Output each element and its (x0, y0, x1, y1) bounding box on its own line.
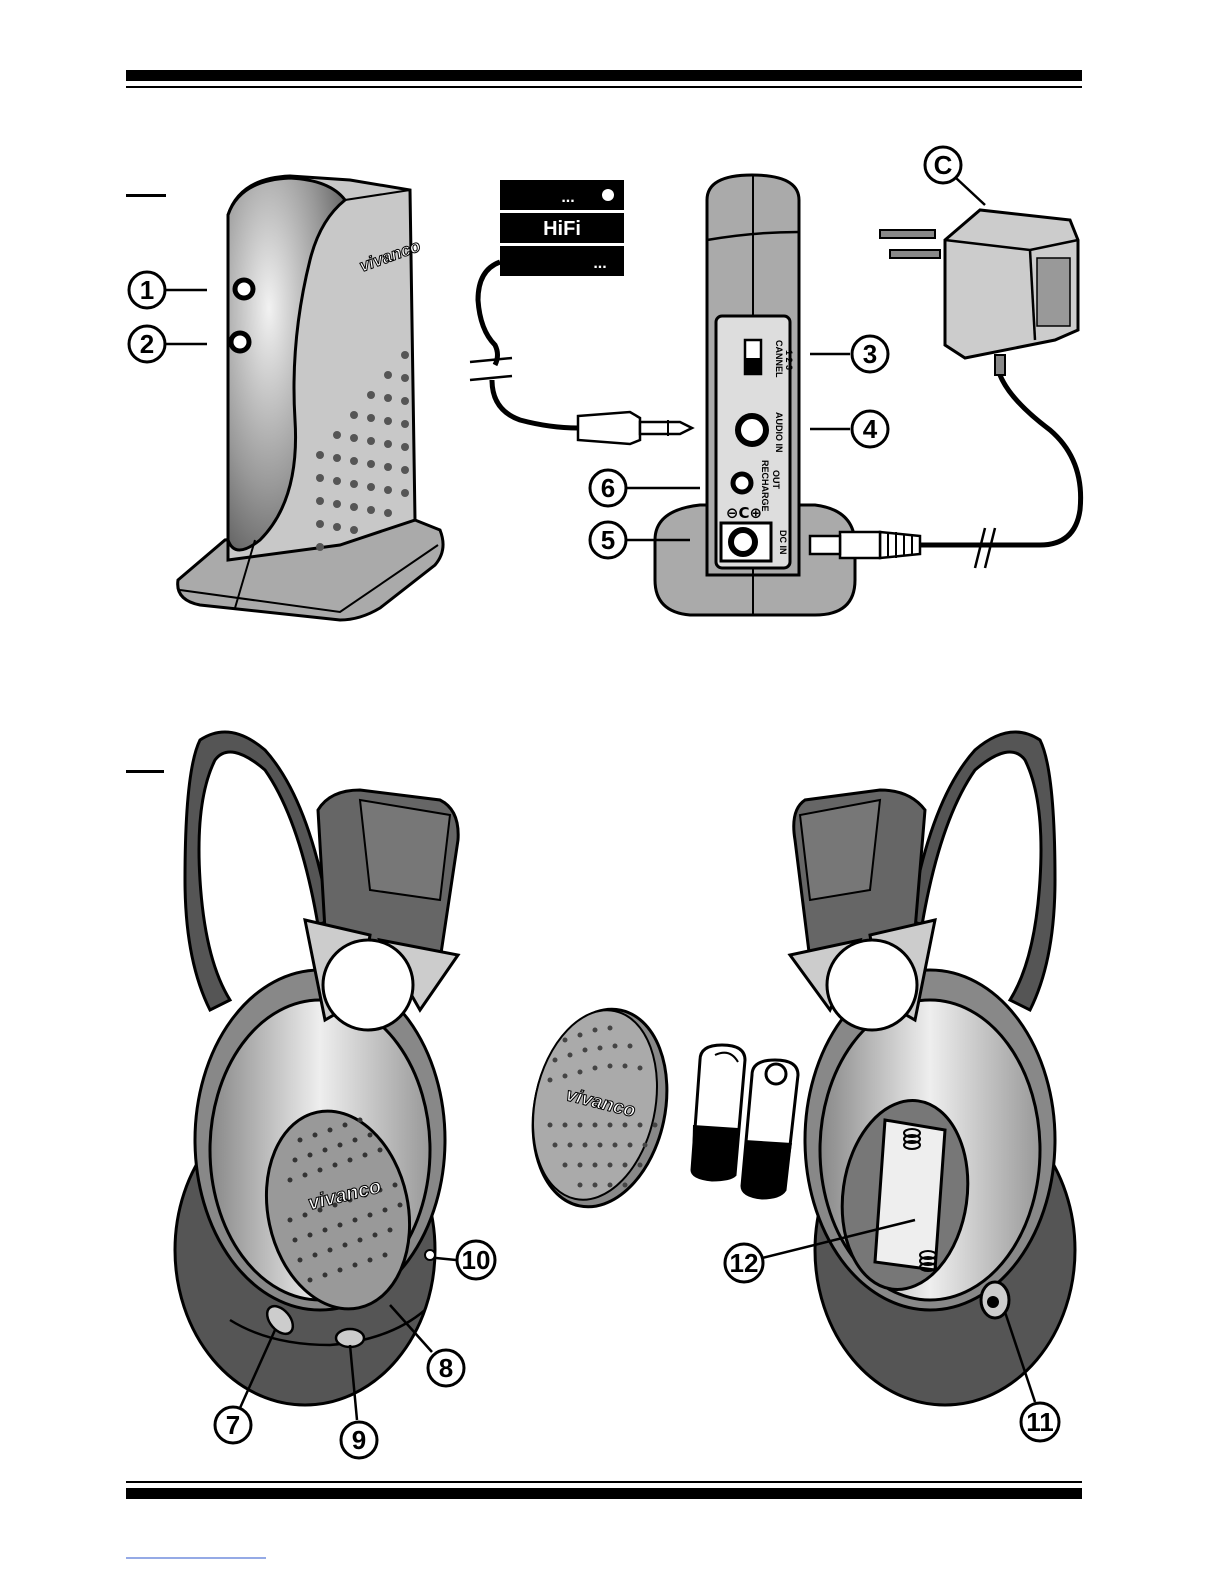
svg-text:AUDIO IN: AUDIO IN (774, 412, 784, 453)
svg-text:OUT: OUT (771, 470, 781, 490)
front-button-1 (235, 280, 253, 298)
svg-text:2: 2 (140, 329, 154, 359)
callout-C: C (925, 147, 985, 205)
callout-1: 1 (129, 272, 207, 308)
callout-2: 2 (129, 326, 207, 362)
figure-a-marker (126, 194, 166, 197)
recharge-out-jack (733, 474, 751, 492)
ear-cover: vivanco (516, 997, 685, 1220)
figure-b-marker (126, 770, 164, 773)
callout-3: 3 (810, 336, 888, 372)
svg-text:...: ... (593, 255, 606, 272)
power-adapter (810, 210, 1081, 568)
headphone-front: vivanco (175, 732, 458, 1405)
headphone-back (790, 732, 1075, 1405)
battery-2 (742, 1060, 798, 1198)
hifi-label: HiFi (543, 218, 581, 240)
battery-1 (692, 1045, 745, 1180)
svg-text:7: 7 (226, 1410, 240, 1440)
svg-text:12: 12 (730, 1248, 759, 1278)
svg-text:11: 11 (1026, 1407, 1054, 1437)
svg-text:1 2 3: 1 2 3 (784, 350, 794, 370)
page-rule-top (126, 70, 1082, 88)
indicator-led (425, 1250, 435, 1260)
transmitter-front: vivanco (178, 176, 443, 620)
svg-text:3: 3 (863, 339, 877, 369)
svg-text:...: ... (561, 189, 574, 206)
svg-text:⊖C⊕: ⊖C⊕ (726, 504, 762, 522)
page-rule-bottom (126, 1481, 1082, 1499)
svg-text:DC IN: DC IN (778, 530, 788, 555)
svg-text:4: 4 (863, 414, 878, 444)
svg-text:6: 6 (601, 473, 615, 503)
audio-in-jack (738, 416, 766, 444)
volume-wheel (336, 1329, 364, 1347)
hifi-unit: ... HiFi ... (500, 180, 624, 276)
svg-text:10: 10 (462, 1245, 491, 1275)
callout-10: 10 (436, 1241, 495, 1279)
audio-cable (470, 262, 692, 444)
svg-text:C: C (934, 150, 953, 180)
callout-6: 6 (590, 470, 700, 506)
svg-text:CANNEL: CANNEL (774, 340, 784, 378)
svg-text:8: 8 (439, 1353, 453, 1383)
front-button-2 (231, 333, 249, 351)
svg-text:5: 5 (601, 525, 615, 555)
callout-4: 4 (810, 411, 888, 447)
svg-text:9: 9 (352, 1425, 366, 1455)
svg-text:1: 1 (140, 275, 154, 305)
